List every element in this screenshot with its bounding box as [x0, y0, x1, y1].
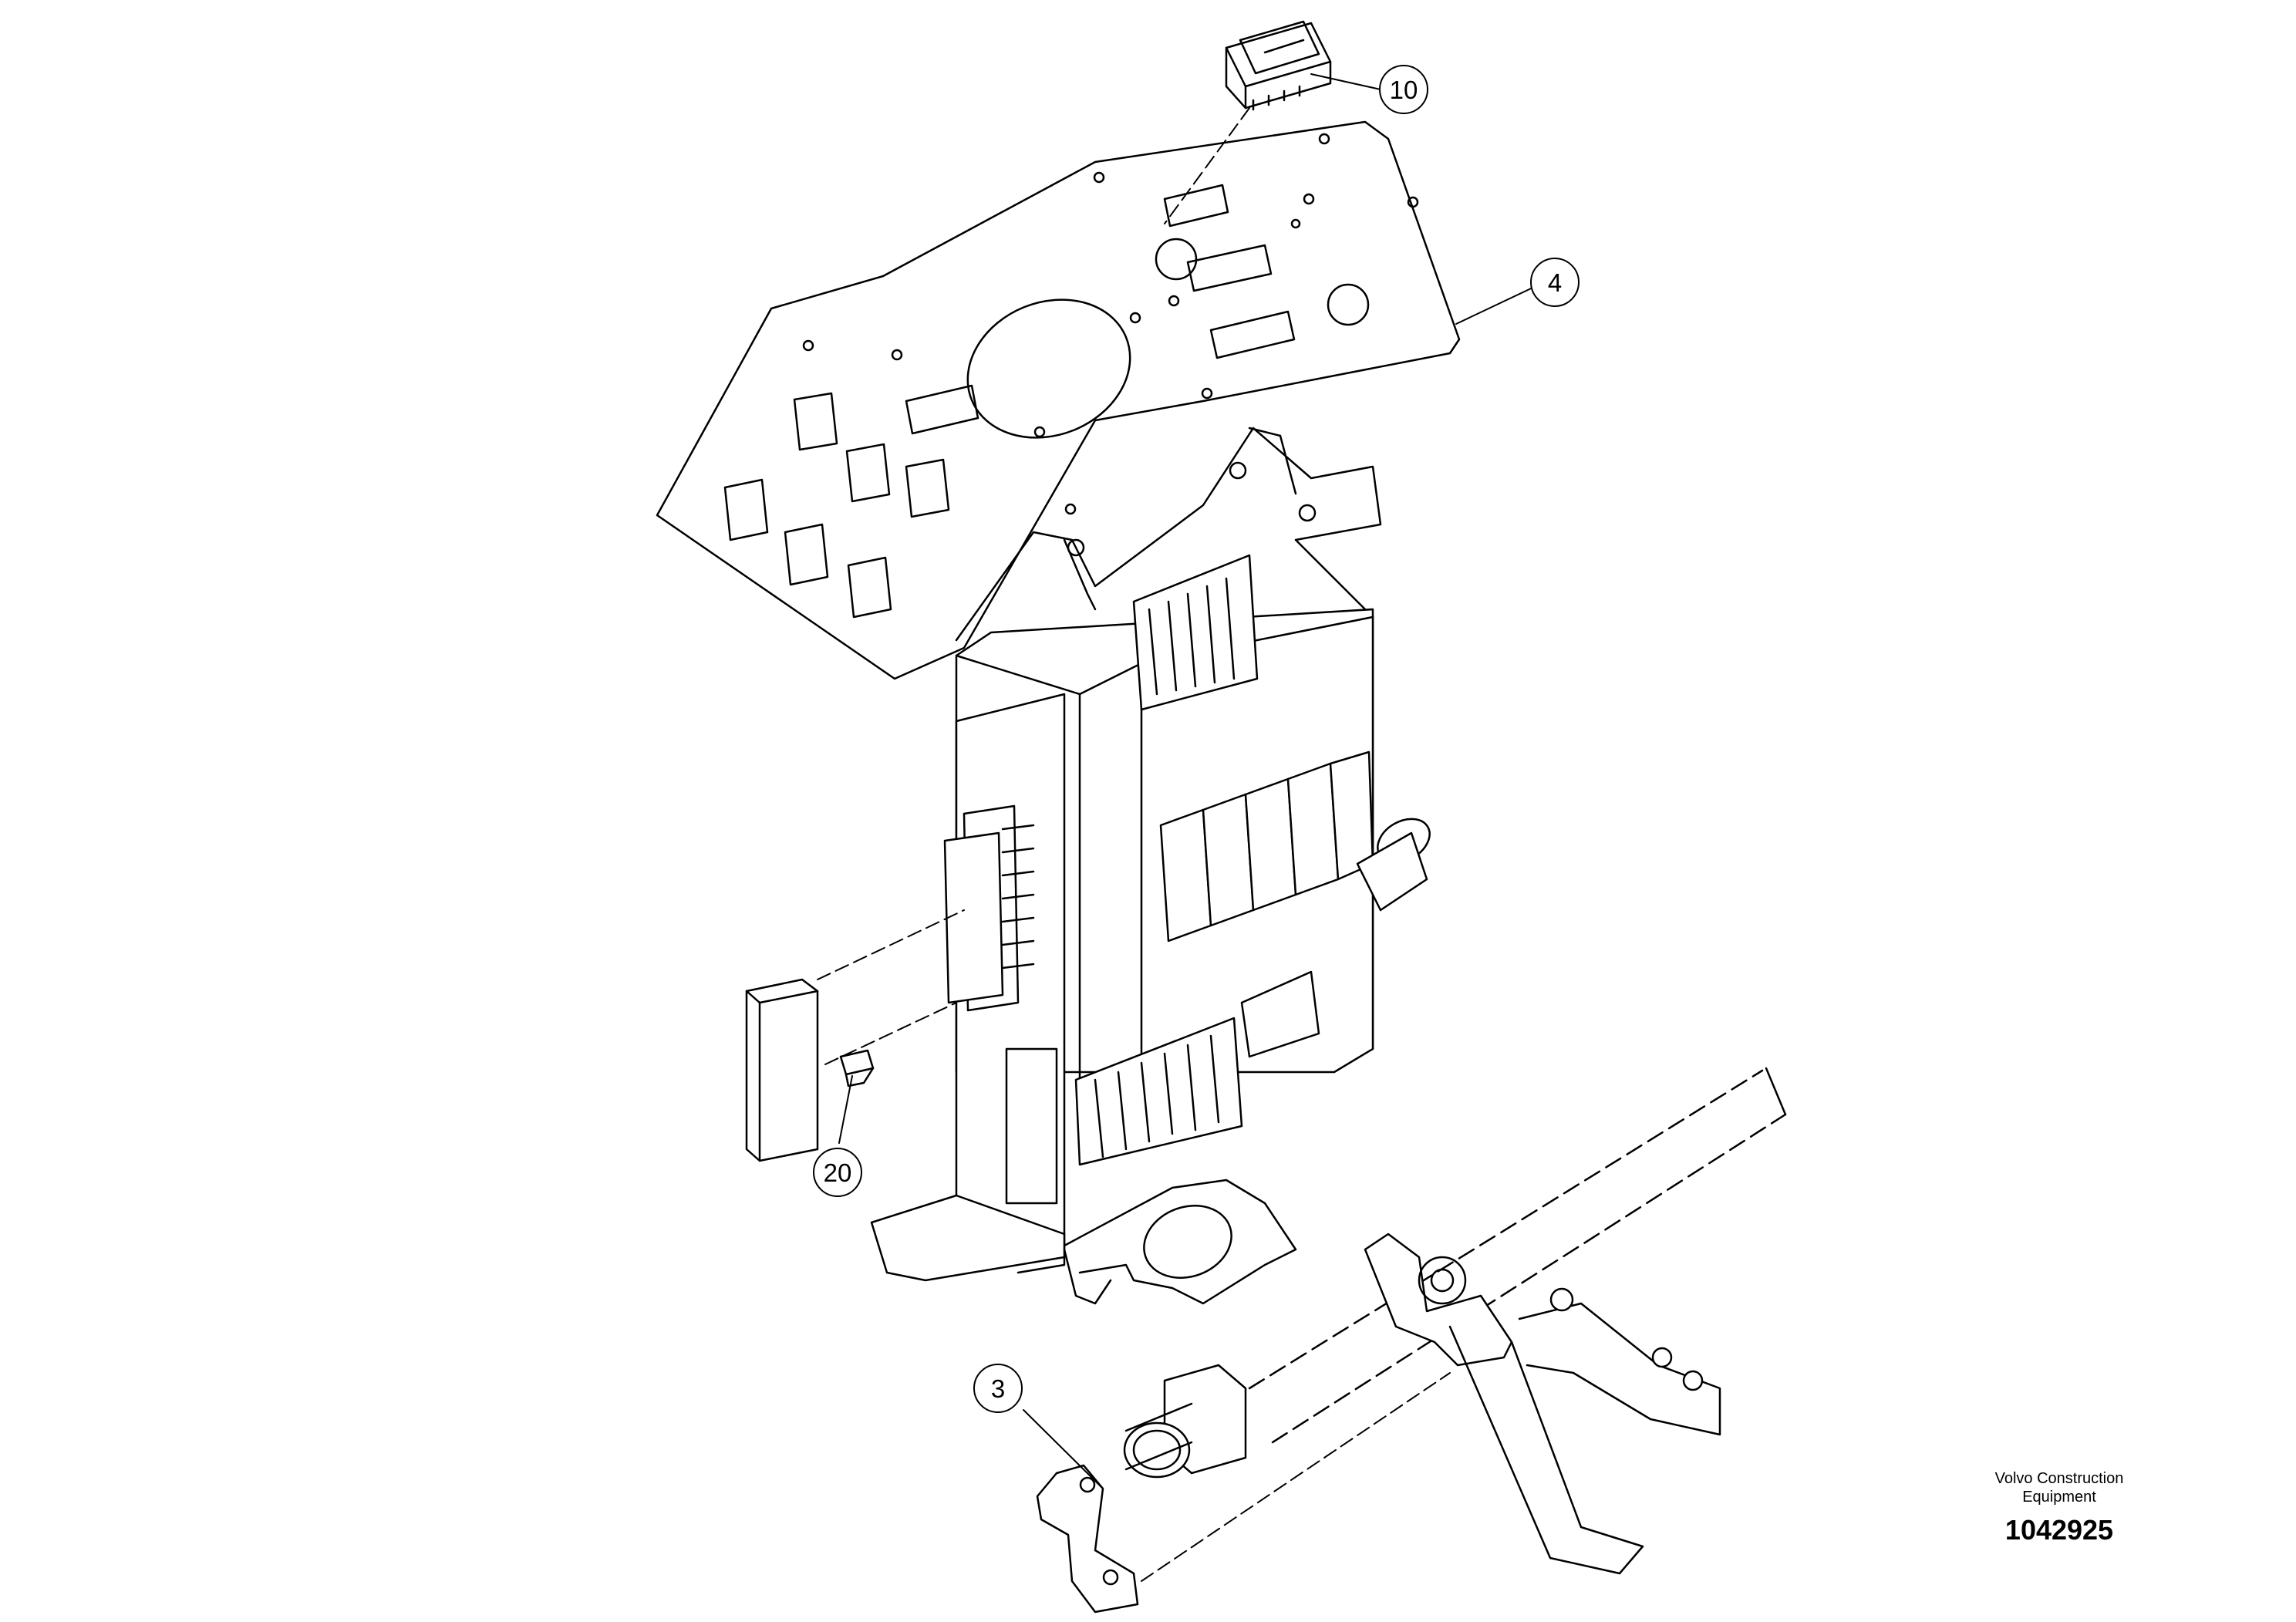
instrument-panel	[656, 120, 1461, 680]
steering-column	[1123, 1067, 1787, 1575]
callout-3-label: 3	[991, 1374, 1005, 1403]
brand-line-1: Volvo Construction	[1994, 1470, 2124, 1487]
lower-mounting-plate	[1063, 1179, 1297, 1305]
callout-20: 20	[813, 1148, 862, 1197]
callout-4: 4	[1530, 258, 1580, 307]
brand-block: Volvo Construction Equipment 1042925	[1882, 1469, 2237, 1546]
callout-10: 10	[1379, 65, 1428, 114]
fuse	[839, 1049, 875, 1088]
drawing-number: 1042925	[2004, 1514, 2114, 1546]
rocker-switch	[1225, 20, 1332, 111]
callout-3: 3	[973, 1364, 1023, 1413]
lever-bracket	[1036, 1464, 1139, 1614]
fuse-puller	[745, 978, 819, 1162]
callout-10-label: 10	[1390, 76, 1418, 104]
brand-line-2: Equipment	[2022, 1489, 2096, 1506]
leader-lines	[817, 73, 1545, 1582]
central-electric-box	[870, 554, 1431, 1282]
callout-20-label: 20	[824, 1158, 852, 1187]
callout-4-label: 4	[1548, 268, 1562, 297]
